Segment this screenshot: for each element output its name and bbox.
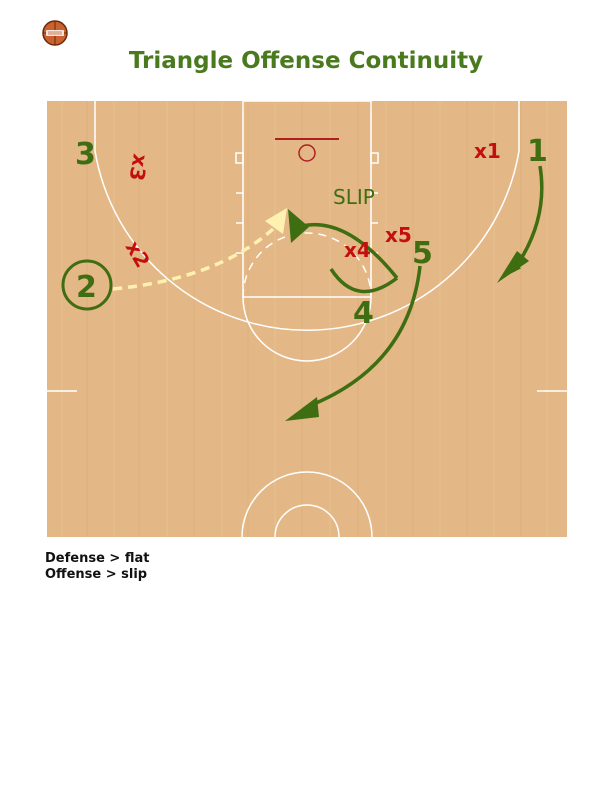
defense-player-x1: x1 (474, 139, 501, 163)
free-throw-circle (242, 296, 372, 362)
page-title: Triangle Offense Continuity (128, 48, 484, 74)
court-diagram: 1 2 3 4 5 x1 x2 x3 x4 x5 SLIP (47, 101, 567, 537)
slip-arrow-4 (301, 222, 399, 280)
slip-arrowhead (288, 209, 309, 243)
cut-arrow-5-head (285, 397, 319, 421)
cut-arrow-1-head (497, 251, 529, 283)
offense-player-4: 4 (353, 296, 374, 331)
three-point-line (94, 101, 520, 331)
ball-handler-ring (61, 259, 113, 311)
slip-label: SLIP (333, 185, 375, 209)
center-circle-inner (274, 504, 340, 537)
caption-offense: Offense > slip (45, 567, 148, 582)
pass-arrow (112, 227, 275, 291)
rim (298, 144, 316, 162)
caption-defense: Defense > flat (45, 551, 150, 566)
offense-player-1: 1 (527, 134, 548, 169)
free-throw-circle-dashed (242, 232, 372, 298)
wood-grain (86, 101, 522, 537)
pass-arrowhead (265, 208, 287, 234)
offense-player-2: 2 (76, 270, 97, 305)
cut-arrow-5 (308, 265, 422, 408)
defense-player-x4: x4 (344, 238, 371, 262)
defense-player-x5: x5 (385, 223, 412, 247)
offense-player-3: 3 (75, 137, 96, 172)
lane (242, 101, 372, 298)
center-circle (241, 471, 373, 537)
defense-player-x3: x3 (124, 152, 152, 183)
offense-player-5: 5 (412, 236, 433, 271)
court-lines (47, 101, 567, 537)
court-floor (47, 101, 567, 537)
basketball-logo-icon (42, 20, 68, 46)
screen-path-4 (329, 268, 399, 294)
